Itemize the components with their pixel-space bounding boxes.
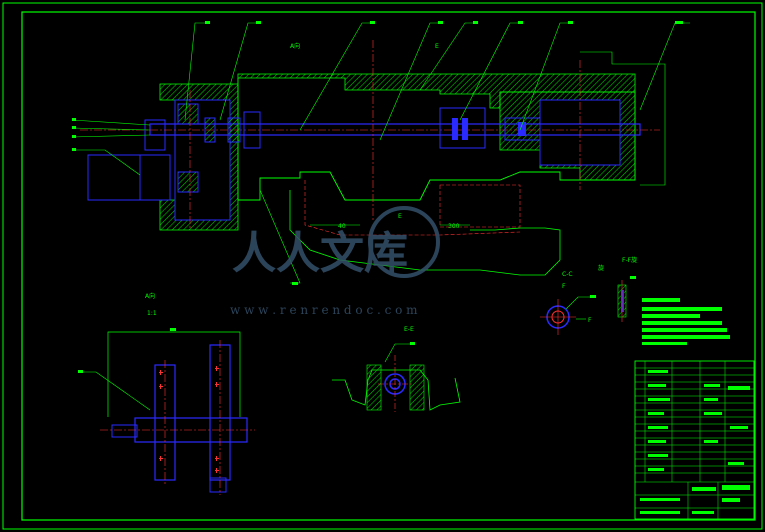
view-cc-f-label: F <box>562 283 566 290</box>
view-a: A向 1:1 <box>78 292 255 495</box>
watermark-cn: 人人文库 <box>232 228 408 279</box>
view-ff-rot-label: 旋 <box>598 264 604 272</box>
section-e-label-top: E <box>435 43 439 50</box>
view-a-scale: 1:1 <box>147 310 157 317</box>
section-e-label-bottom: E <box>398 213 402 220</box>
view-ee-title: E-E <box>404 326 414 333</box>
view-ff-title: F-F旋 <box>622 256 637 264</box>
view-cc: C-C F F <box>540 271 596 335</box>
view-cc-f2-label: F <box>588 317 592 324</box>
dim-300: 300 <box>448 223 460 230</box>
view-a-title: A向 <box>145 292 155 300</box>
section-a-label: A向 <box>290 42 300 50</box>
dim-40: 40 <box>338 223 346 230</box>
view-cc-title: C-C <box>562 271 573 278</box>
title-block <box>634 360 755 520</box>
view-ee: E-E <box>332 326 461 412</box>
watermark: 人人文库 w w w . r e n r e n d o c . c o m <box>230 206 440 317</box>
view-ff: F-F旋 旋 <box>598 256 637 322</box>
watermark-url: w w w . r e n r e n d o c . c o m <box>230 303 418 317</box>
technical-notes <box>642 298 730 345</box>
leader-tags-top <box>72 21 683 285</box>
inner-frame <box>21 11 756 521</box>
main-assembly: 40 300 A向 E E <box>80 40 666 276</box>
